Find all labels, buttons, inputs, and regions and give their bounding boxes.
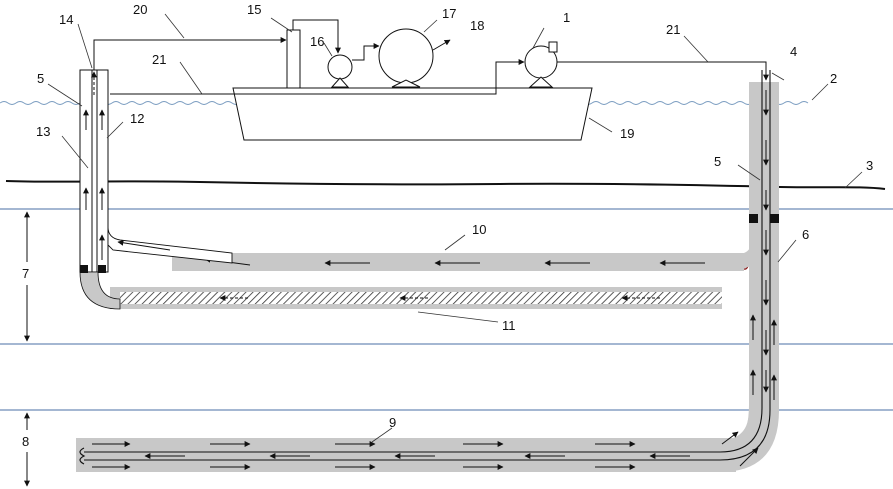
surface-equipment bbox=[286, 28, 558, 89]
label-21-left: 21 bbox=[152, 52, 166, 67]
label-7: 7 bbox=[22, 266, 29, 281]
label-3: 3 bbox=[866, 158, 873, 173]
label-10: 10 bbox=[472, 222, 486, 237]
hatched-lateral bbox=[110, 287, 722, 309]
label-13: 13 bbox=[36, 124, 50, 139]
label-12: 12 bbox=[130, 111, 144, 126]
label-1: 1 bbox=[563, 10, 570, 25]
label-5-right: 5 bbox=[714, 154, 721, 169]
label-11: 11 bbox=[502, 318, 516, 333]
label-17: 17 bbox=[442, 6, 456, 21]
label-8: 8 bbox=[22, 434, 29, 449]
pump-icon bbox=[327, 54, 353, 88]
stratum-lines bbox=[0, 208, 893, 411]
label-14: 14 bbox=[59, 12, 73, 27]
label-15: 15 bbox=[247, 2, 261, 17]
label-5-left: 5 bbox=[37, 71, 44, 86]
label-20: 20 bbox=[133, 2, 147, 17]
label-2: 2 bbox=[830, 71, 837, 86]
label-16: 16 bbox=[310, 34, 324, 49]
leader-lines bbox=[47, 13, 863, 443]
reference-numerals: 1 2 3 4 5 5 6 7 8 9 10 11 12 13 14 15 16… bbox=[22, 2, 873, 449]
injection-well bbox=[76, 70, 779, 472]
ground-line bbox=[5, 180, 886, 190]
label-4: 4 bbox=[790, 44, 797, 59]
production-well bbox=[79, 69, 233, 310]
barge-icon bbox=[232, 87, 593, 141]
surface-piping bbox=[93, 19, 769, 95]
label-6: 6 bbox=[802, 227, 809, 242]
separator-tank-icon bbox=[378, 28, 434, 88]
label-19: 19 bbox=[620, 126, 634, 141]
upper-lateral bbox=[172, 226, 760, 271]
vertical-vessel bbox=[286, 29, 301, 89]
label-18: 18 bbox=[470, 18, 484, 33]
compressor-icon bbox=[524, 41, 558, 88]
label-9: 9 bbox=[389, 415, 396, 430]
label-21-right: 21 bbox=[666, 22, 680, 37]
